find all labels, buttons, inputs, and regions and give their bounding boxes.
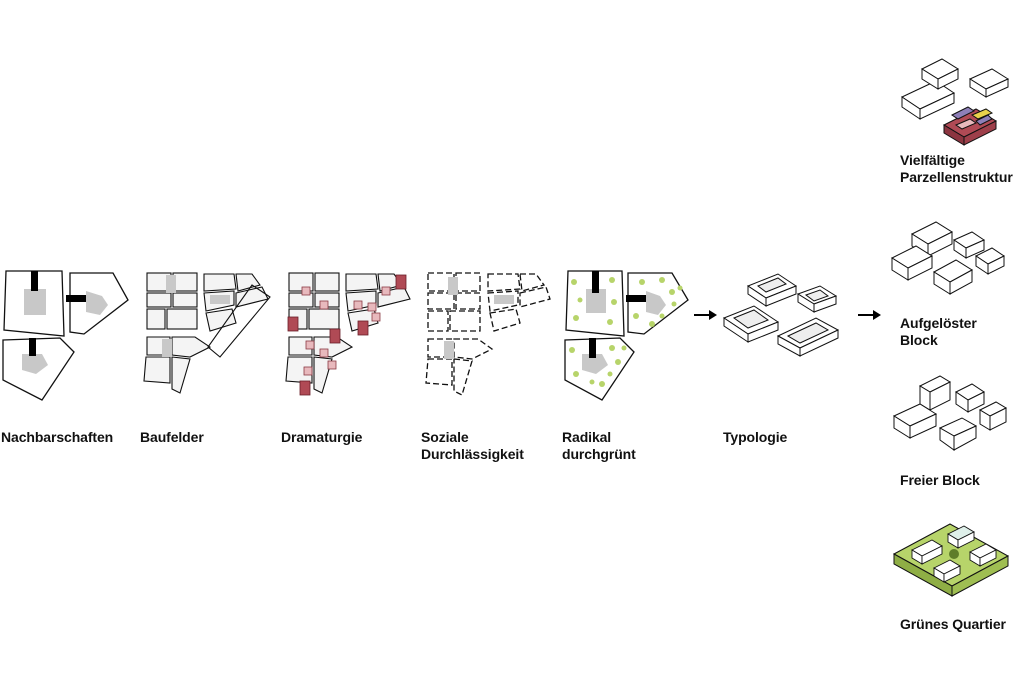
variant-parcel-structure xyxy=(900,58,1010,146)
variant-label-green-quarter: Grünes Quartier xyxy=(900,616,1006,632)
step-label-social-permeability: Soziale Durchlässigkeit xyxy=(421,429,524,462)
building-fields-plan xyxy=(143,272,271,394)
variant-label-dissolved-block: Aufgelöster Block xyxy=(900,315,977,348)
arrow-right-icon xyxy=(858,310,881,320)
permeability-plan xyxy=(425,272,551,396)
variant-free-block xyxy=(892,375,1008,451)
step-label-building-fields: Baufelder xyxy=(140,429,204,445)
arrow-right-icon xyxy=(694,310,717,320)
variant-green-quarter xyxy=(892,523,1010,597)
step-label-greenery: Radikal durchgrünt xyxy=(562,429,636,462)
neighborhoods-plan xyxy=(2,270,129,401)
typology-blocks xyxy=(722,273,840,357)
dramaturgy-plan xyxy=(285,272,411,396)
step-label-neighborhoods: Nachbarschaften xyxy=(1,429,114,445)
step-label-dramaturgy: Dramaturgie xyxy=(281,429,363,445)
variant-dissolved-block xyxy=(890,221,1005,295)
variant-label-parcel-structure: Vielfältige Parzellenstruktur xyxy=(900,152,1013,185)
greenery-plan xyxy=(564,270,689,401)
step-label-typology: Typologie xyxy=(723,429,788,445)
variant-label-free-block: Freier Block xyxy=(900,472,980,488)
